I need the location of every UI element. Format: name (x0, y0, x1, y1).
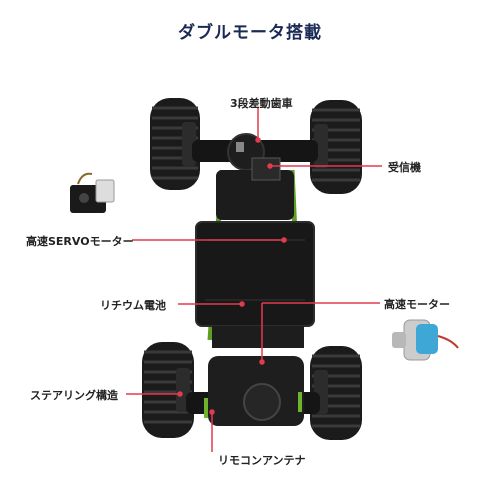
rear-right-wheel (310, 346, 362, 440)
front-right-wheel (310, 100, 362, 194)
label-antenna: リモコンアンテナ (218, 454, 306, 467)
label-battery: リチウム電池 (100, 299, 166, 312)
callout-lines (126, 108, 382, 452)
front-axle (192, 133, 318, 171)
chassis (195, 157, 315, 348)
rear-left-wheel (142, 342, 194, 438)
label-receiver: 受信機 (388, 161, 421, 174)
page-title: ダブルモータ搭載 (178, 23, 322, 43)
servo-motor-image (70, 172, 115, 213)
rear-gearbox (186, 356, 320, 426)
motor-image (392, 319, 459, 361)
label-motor: 高速モーター (384, 298, 450, 311)
label-steering: ステアリング構造 (30, 389, 118, 402)
label-differential: 3段差動歯車 (230, 97, 293, 110)
label-servo: 高速SERVOモーター (26, 235, 134, 248)
